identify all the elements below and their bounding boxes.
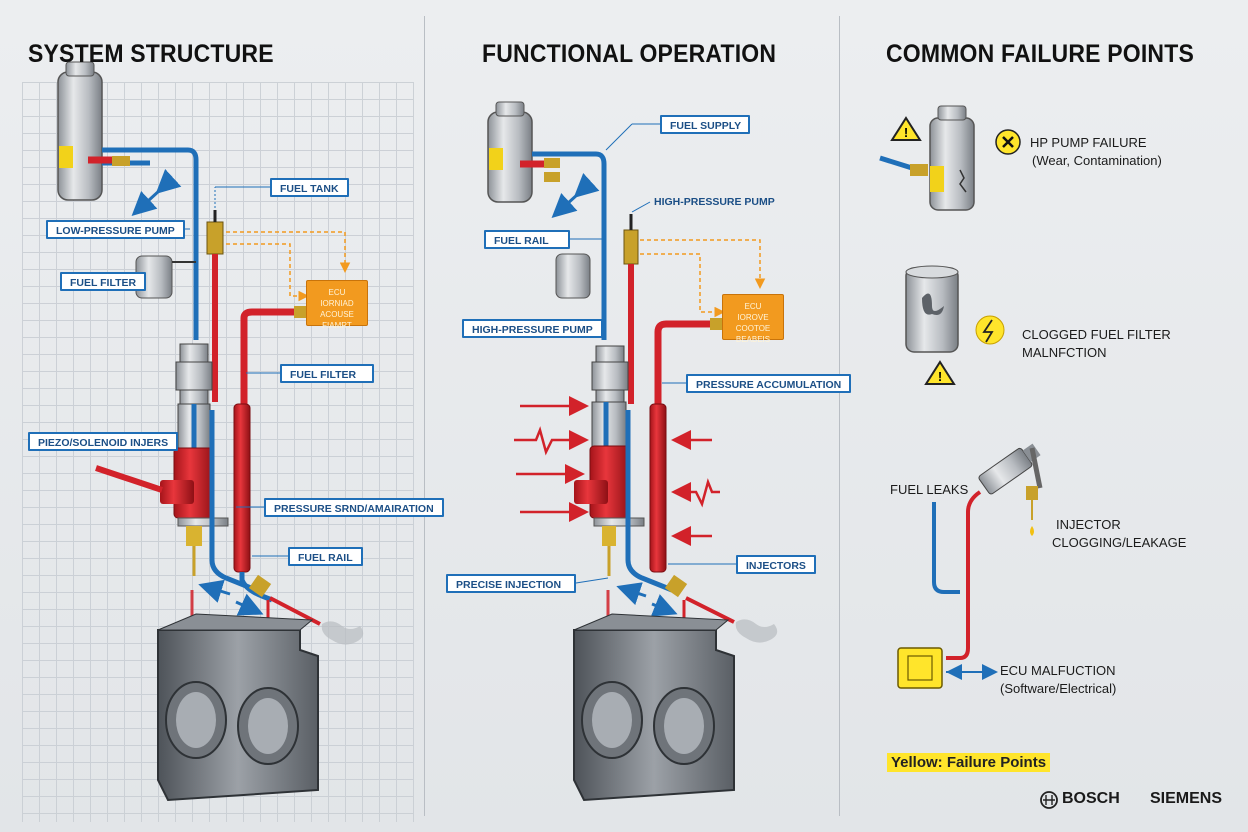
ecu-chip-icon	[897, 647, 943, 689]
panel-divider-1	[424, 16, 425, 816]
failures-title: COMMON FAILURE POINTS	[886, 40, 1194, 68]
brand-bosch: BOSCH	[1062, 790, 1120, 807]
ecu-line-3: FIAMRT	[322, 321, 352, 330]
panel-divider-2	[839, 16, 840, 816]
label-pressure-sensor: PRESSURE SRND/AMAIRATION	[264, 498, 444, 517]
filter-failure-line-2: MALNFCTION	[1022, 345, 1107, 360]
label-hp-pump-top: HIGH-PRESSURE PUMP	[654, 196, 775, 208]
operation-illustration	[487, 101, 778, 802]
fuel-rail-icon	[233, 403, 251, 573]
ecu-line-1: ECU	[328, 288, 346, 297]
label-piezo-injectors: PIEZO/SOLENOID INJERS	[28, 432, 179, 451]
fuel-tank-icon	[57, 71, 103, 201]
label-pressure-accumulation: PRESSURE ACCUMULATION	[686, 374, 852, 393]
brand-siemens: SIEMENS	[1150, 790, 1223, 807]
label-fuel-filter: FUEL FILTER	[60, 272, 147, 291]
label-fuel-rail: FUEL RAIL	[288, 547, 363, 566]
fuel-filter-icon-2	[555, 253, 591, 299]
hp-pump-failure-title: HP PUMP FAILURE	[1030, 135, 1147, 150]
legend-failure-points: Yellow: Failure Points	[887, 753, 1051, 772]
ecu2-line-3: BEABEIS	[735, 335, 771, 344]
injector-failure-line-1: INJECTOR	[1056, 517, 1121, 532]
label-low-pressure-pump: LOW-PRESSURE PUMP	[46, 220, 185, 239]
filter-failure: CLOGGED FUEL FILTER MALNFCTION	[1022, 326, 1171, 362]
ecu-failure-title: ECU MALFUCTION	[1000, 663, 1116, 678]
ecu-box: ECU IORNIAD ACOUSE FIAMRT	[306, 280, 368, 330]
structure-illustration	[57, 61, 364, 802]
fuel-rail-icon-2	[649, 403, 667, 573]
label-fuel-supply: FUEL SUPPLY	[660, 115, 750, 134]
ecu2-line-2: IOROVE COOTOE	[735, 313, 771, 333]
injector-failure: INJECTOR CLOGGING/LEAKAGE	[1052, 516, 1186, 552]
ecu-box-2: ECU IOROVE COOTOE BEABEIS	[722, 294, 784, 344]
failures-illustration: ! !	[879, 105, 1058, 809]
hp-pump-failure-detail: (Wear, Contamination)	[1032, 153, 1162, 168]
warning-icon	[890, 116, 922, 141]
ecu-line-2: IORNIAD ACOUSE	[320, 299, 354, 319]
ecu2-line-1: ECU	[744, 302, 762, 311]
label-injectors: INJECTORS	[736, 555, 816, 574]
structure-title: SYSTEM STRUCTURE	[28, 40, 274, 68]
hp-pump-icon	[929, 117, 975, 211]
filter-failure-line-1: CLOGGED FUEL FILTER	[1022, 327, 1171, 342]
fuel-leaks-label: FUEL LEAKS	[890, 482, 969, 497]
hp-pump-failure: HP PUMP FAILURE (Wear, Contamination)	[1030, 134, 1162, 170]
svg-text:!: !	[904, 125, 908, 140]
label-fuel-tank: FUEL TANK	[270, 178, 349, 197]
operation-title: FUNCTIONAL OPERATION	[482, 40, 777, 68]
svg-text:!: !	[938, 369, 942, 384]
ecu-failure-detail: (Software/Electrical)	[1000, 681, 1117, 696]
label-fuel-rail-2: FUEL RAIL	[484, 230, 570, 249]
label-fuel-filter-right: FUEL FILTER	[280, 364, 374, 383]
injector-failure-line-2: CLOGGING/LEAKAGE	[1052, 535, 1187, 550]
ecu-failure: ECU MALFUCTION (Software/Electrical)	[1000, 662, 1116, 698]
bosch-logo-icon	[1040, 791, 1058, 809]
label-precise-injection: PRECISE INJECTION	[446, 574, 576, 593]
clog-warning-icon	[975, 315, 1005, 345]
label-hp-pump-bottom: HIGH-PRESSURE PUMP	[462, 319, 603, 338]
